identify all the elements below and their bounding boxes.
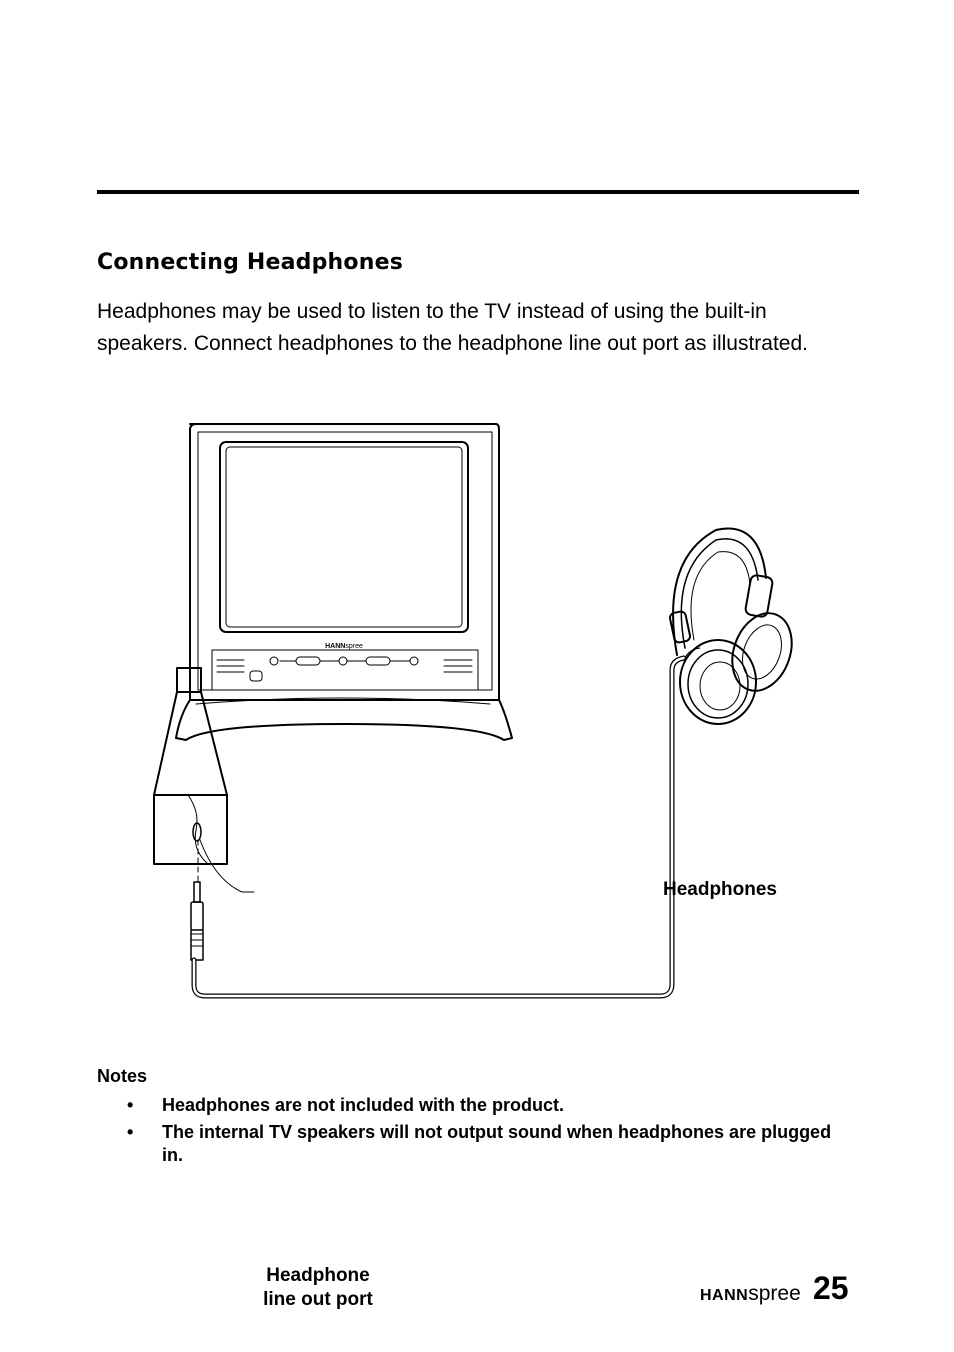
- note-item: •Headphones are not included with the pr…: [127, 1095, 565, 1115]
- section-title: Connecting Headphones: [97, 250, 404, 275]
- note-item: •The internal TV speakers will not outpu…: [127, 1122, 832, 1165]
- intro-paragraph: Headphones may be used to listen to the …: [97, 300, 808, 355]
- header-rule: [97, 190, 859, 194]
- notes-list: •Headphones are not included with the pr…: [97, 1094, 857, 1171]
- tv-illustration: [175, 423, 513, 741]
- connection-diagram: HANNspree: [0, 400, 954, 1310]
- page-number: 25: [813, 1270, 849, 1306]
- footer-brand-logo: HANNspree: [700, 1282, 801, 1305]
- tv-brand-logo: HANNspree: [325, 643, 363, 650]
- notes-title: Notes: [97, 1066, 148, 1086]
- headphone-cable: [191, 655, 687, 999]
- bullet-icon: •: [127, 1095, 134, 1115]
- diagram-svg: HANNspree: [153, 423, 793, 999]
- label-headphones: Headphones: [662, 879, 778, 900]
- headphone-plug: [190, 881, 204, 961]
- port-zoom-callout: [153, 691, 255, 893]
- headphones-illustration: [668, 527, 793, 725]
- bullet-icon: •: [127, 1122, 134, 1142]
